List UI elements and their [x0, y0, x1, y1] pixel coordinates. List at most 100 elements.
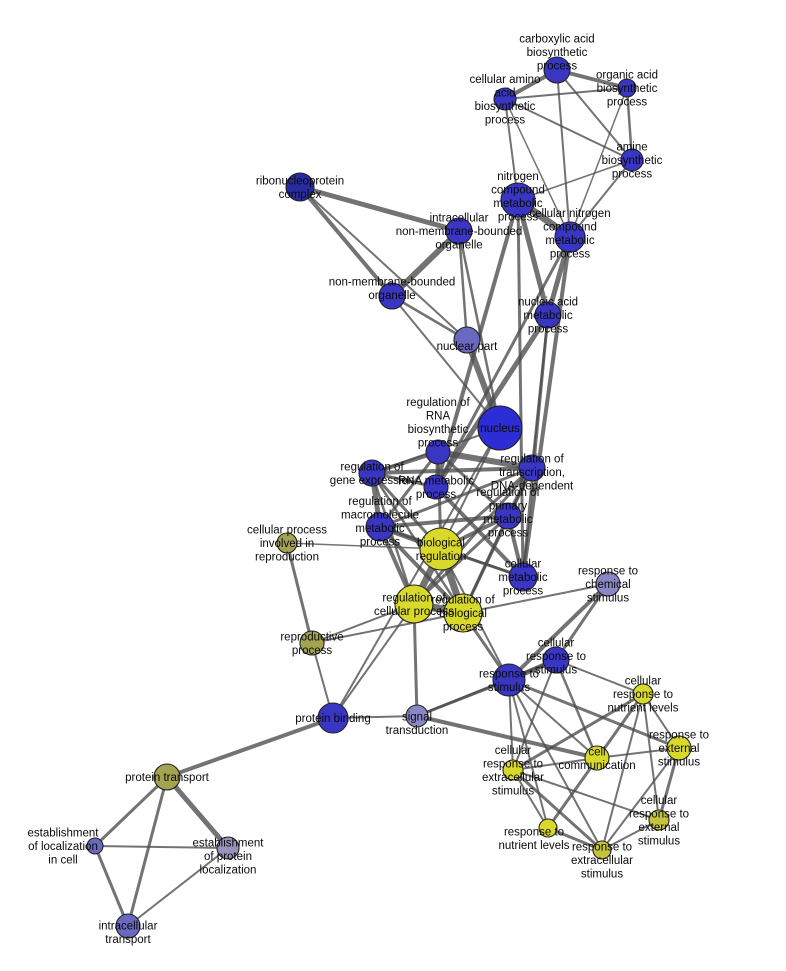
edge-response-to-stimulus--cell-communication — [508, 679, 598, 759]
node-reproductive-process[interactable] — [299, 630, 325, 656]
node-label-nuclear-part: nuclear part — [437, 341, 499, 353]
node-cellular-nitrogen-compound-metabolic-process[interactable] — [554, 221, 586, 253]
edge-regulation-of-primary-metabolic-process--regulation-of-cellular-process — [412, 514, 510, 606]
edge-protein-transport--establishment-of-localization-in-cell — [93, 775, 169, 848]
edge-cellular-nitrogen-compound-metabolic-process--cellular-metabolic-process — [521, 235, 572, 579]
node-non-membrane-bounded-organelle[interactable] — [378, 282, 406, 310]
edge-ribonucleoprotein-complex--non-membrane-bounded-organelle — [298, 185, 394, 298]
node-regulation-of-rna-biosynthetic-process[interactable] — [425, 439, 451, 465]
edge-cellular-process-involved-in-reproduction--biological-regulation — [286, 542, 442, 550]
edge-cellular-response-to-extracellular-stimulus--cellular-response-to-external-stimulus — [512, 769, 660, 821]
node-nucleus[interactable] — [477, 405, 523, 451]
edge-cellular-process-involved-in-reproduction--reproductive-process — [285, 541, 314, 645]
edge-nucleic-acid-metabolic-process--regulation-of-transcription-dna-dependent — [530, 313, 550, 470]
node-regulation-of-biological-process[interactable] — [443, 593, 483, 633]
edge-regulation-of-rna-biosynthetic-process--regulation-of-macromolecule-metabolic-process — [378, 450, 440, 529]
node-protein-transport[interactable] — [153, 763, 181, 791]
edge-nucleus--protein-binding — [332, 427, 501, 719]
node-cellular-amino-acid-biosynthetic-process[interactable] — [493, 87, 517, 111]
edge-response-to-stimulus--response-to-extracellular-stimulus — [508, 679, 603, 851]
node-amine-biosynthetic-process[interactable] — [620, 148, 644, 172]
node-nuclear-part[interactable] — [453, 326, 481, 354]
node-response-to-external-stimulus[interactable] — [666, 735, 692, 761]
node-cellular-process-involved-in-reproduction[interactable] — [276, 532, 298, 554]
edge-response-to-stimulus--response-to-external-stimulus — [507, 678, 681, 750]
edge-cellular-response-to-stimulus--cell-communication — [554, 658, 599, 760]
edge-ribonucleoprotein-complex--intracellular-non-membrane-bounded-organelle — [297, 184, 462, 234]
edge-organic-acid-biosynthetic-process--amine-biosynthetic-process — [625, 86, 634, 162]
node-response-to-nutrient-levels[interactable] — [538, 818, 558, 838]
node-intracellular-transport[interactable] — [115, 913, 141, 939]
node-nitrogen-compound-metabolic-process[interactable] — [500, 182, 536, 218]
node-establishment-of-localization-in-cell[interactable] — [86, 837, 104, 855]
edge-non-membrane-bounded-organelle--nuclear-part — [390, 294, 469, 342]
node-rna-metabolic-process[interactable] — [423, 474, 449, 500]
edge-response-to-chemical-stimulus--response-to-stimulus — [507, 582, 610, 682]
edge-response-to-chemical-stimulus--cellular-response-to-stimulus — [554, 582, 610, 662]
node-layer — [86, 56, 692, 939]
edge-intracellular-non-membrane-bounded-organelle--non-membrane-bounded-organelle — [389, 228, 462, 299]
edge-cellular-amino-acid-biosynthetic-process--organic-acid-biosynthetic-process — [504, 87, 628, 100]
edge-cellular-response-to-nutrient-levels--cellular-response-to-extracellular-stimulus — [511, 692, 645, 772]
node-cellular-response-to-stimulus[interactable] — [542, 646, 570, 674]
node-intracellular-non-membrane-bounded-organelle[interactable] — [445, 217, 473, 245]
node-response-to-stimulus[interactable] — [492, 663, 526, 697]
node-regulation-of-macromolecule-metabolic-process[interactable] — [365, 512, 395, 542]
node-cell-communication[interactable] — [584, 745, 610, 771]
node-response-to-extracellular-stimulus[interactable] — [592, 840, 612, 860]
node-cellular-response-to-nutrient-levels[interactable] — [632, 683, 654, 705]
edge-cellular-amino-acid-biosynthetic-process--amine-biosynthetic-process — [504, 98, 633, 161]
node-cellular-metabolic-process[interactable] — [508, 562, 538, 592]
edge-nitrogen-compound-metabolic-process--nucleic-acid-metabolic-process — [515, 197, 551, 318]
edge-amine-biosynthetic-process--nitrogen-compound-metabolic-process — [517, 159, 633, 201]
node-biological-regulation[interactable] — [419, 527, 463, 571]
edge-establishment-of-localization-in-cell--establishment-of-protein-localization — [94, 845, 229, 849]
edge-cellular-response-to-stimulus--cellular-response-to-nutrient-levels — [555, 659, 644, 695]
node-label-protein-transport: protein transport — [125, 772, 210, 784]
node-regulation-of-cellular-process[interactable] — [394, 584, 434, 624]
node-response-to-chemical-stimulus[interactable] — [595, 571, 621, 597]
node-cellular-response-to-extracellular-stimulus[interactable] — [502, 759, 524, 781]
node-organic-acid-biosynthetic-process[interactable] — [617, 78, 637, 98]
edge-cellular-response-to-extracellular-stimulus--response-to-extracellular-stimulus — [511, 768, 604, 852]
node-ribonucleoprotein-complex[interactable] — [285, 172, 315, 202]
edge-amine-biosynthetic-process--cellular-nitrogen-compound-metabolic-process — [569, 159, 633, 238]
node-signal-transduction[interactable] — [405, 704, 429, 728]
node-cellular-response-to-external-stimulus[interactable] — [648, 809, 670, 831]
node-protein-binding[interactable] — [317, 702, 349, 734]
node-nucleic-acid-metabolic-process[interactable] — [534, 301, 562, 329]
node-carboxylic-acid-biosynthetic-process[interactable] — [543, 56, 571, 84]
edge-response-to-chemical-stimulus--regulation-of-biological-process — [462, 583, 609, 614]
edge-protein-transport--intracellular-transport — [126, 775, 169, 928]
edge-regulation-of-transcription-dna-dependent--regulation-of-macromolecule-metabolic-process — [378, 466, 534, 529]
node-regulation-of-gene-expression[interactable] — [358, 459, 386, 487]
edge-signal-transduction--cell-communication — [415, 714, 599, 760]
edge-regulation-of-cellular-process--protein-binding — [332, 603, 415, 719]
node-establishment-of-protein-localization[interactable] — [216, 836, 240, 860]
edge-regulation-of-transcription-dna-dependent--regulation-of-gene-expression — [370, 466, 534, 475]
node-regulation-of-primary-metabolic-process[interactable] — [494, 502, 522, 530]
node-regulation-of-transcription-dna-dependent[interactable] — [518, 454, 546, 482]
edge-protein-transport--establishment-of-protein-localization — [164, 774, 231, 851]
